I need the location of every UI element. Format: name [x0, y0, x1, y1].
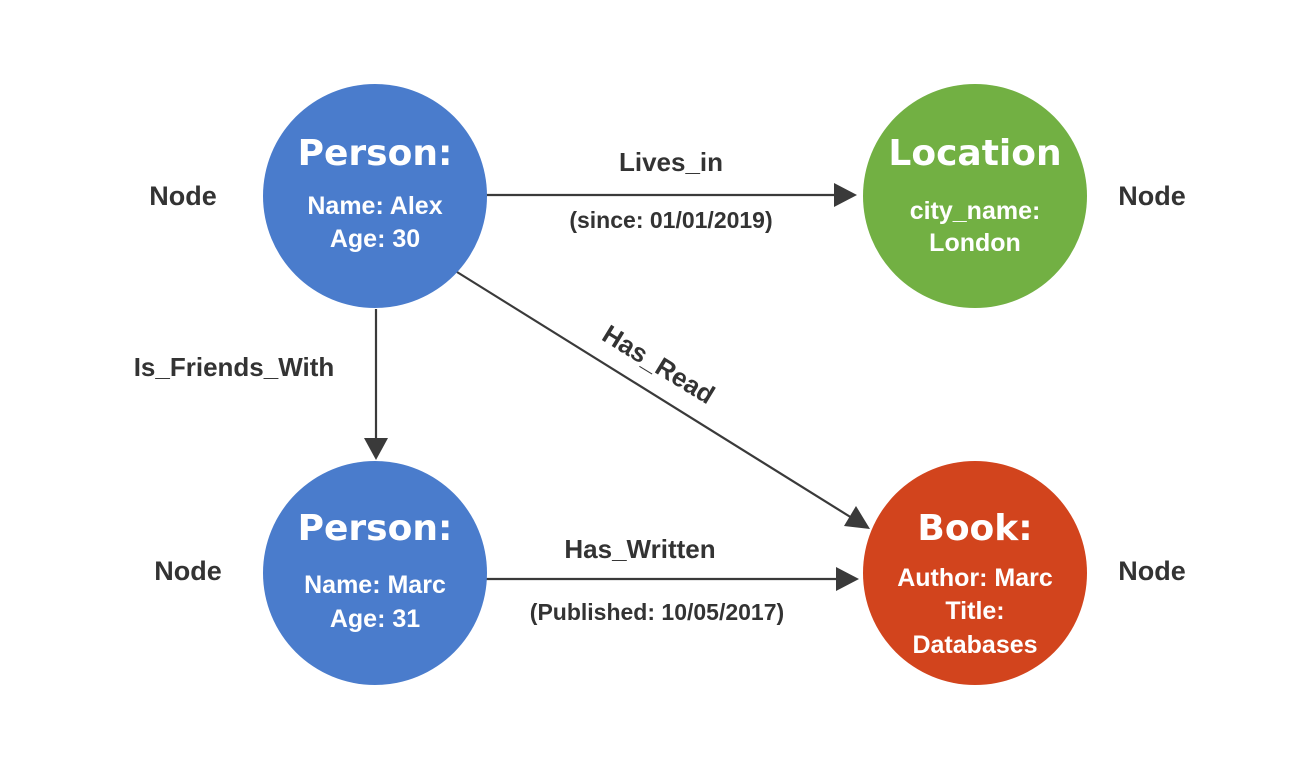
edge-lives-in: Lives_in (since: 01/01/2019): [486, 147, 857, 233]
node-location-circle: [863, 84, 1087, 308]
edge-has-read-label: Has_Read: [597, 319, 720, 410]
edge-has-read-line: [456, 271, 853, 519]
node-location-city-label: city_name:: [910, 197, 1041, 225]
node-location: Location city_name: London: [863, 84, 1087, 308]
side-label-marc: Node: [154, 556, 222, 586]
node-person-alex: Person: Name: Alex Age: 30: [263, 84, 487, 308]
node-person-alex-circle: [263, 84, 487, 308]
edge-has-written-label: Has_Written: [564, 534, 715, 564]
edge-is-friends-with-arrow: [364, 438, 388, 460]
side-label-location: Node: [1118, 181, 1186, 211]
side-label-alex: Node: [149, 181, 217, 211]
node-person-alex-name: Name: Alex: [307, 192, 442, 220]
node-book-author: Author: Marc: [897, 564, 1053, 592]
node-person-marc-age: Age: 31: [330, 605, 420, 633]
edge-is-friends-with: Is_Friends_With: [134, 309, 388, 460]
edge-has-written: Has_Written (Published: 10/05/2017): [486, 534, 859, 625]
edge-lives-in-arrow: [834, 183, 857, 207]
side-label-book: Node: [1118, 556, 1186, 586]
edge-has-written-arrow: [836, 567, 859, 591]
edge-lives-in-property: (since: 01/01/2019): [569, 207, 772, 233]
node-person-alex-age: Age: 30: [330, 225, 420, 253]
node-person-marc-title: Person:: [298, 508, 453, 549]
edge-has-read-arrow: [844, 506, 870, 529]
edge-lives-in-label: Lives_in: [619, 147, 723, 177]
node-person-marc: Person: Name: Marc Age: 31: [263, 461, 487, 685]
edge-is-friends-with-label: Is_Friends_With: [134, 352, 335, 382]
node-book-circle: [863, 461, 1087, 685]
node-person-marc-name: Name: Marc: [304, 571, 446, 599]
node-book-title-value: Databases: [912, 631, 1037, 659]
node-book: Book: Author: Marc Title: Databases: [863, 461, 1087, 685]
node-book-title: Book:: [917, 508, 1032, 549]
node-location-city-value: London: [929, 229, 1021, 257]
edge-has-read: Has_Read: [456, 271, 870, 529]
node-person-marc-circle: [263, 461, 487, 685]
node-book-title-label: Title:: [945, 597, 1004, 625]
edge-has-written-property: (Published: 10/05/2017): [530, 599, 784, 625]
node-person-alex-title: Person:: [298, 133, 453, 174]
node-location-title: Location: [888, 133, 1061, 174]
